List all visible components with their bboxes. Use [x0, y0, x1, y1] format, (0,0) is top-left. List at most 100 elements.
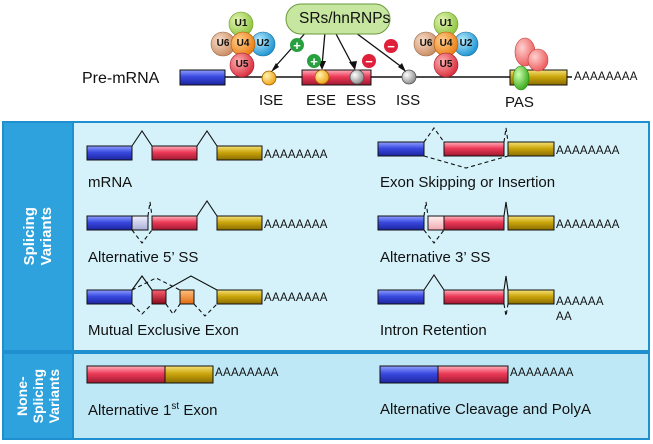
alt5-extension	[131, 215, 149, 231]
mutual-junction-5	[165, 303, 181, 315]
alt-first-main: Alternative 1	[88, 402, 172, 419]
alt3-exon-1	[377, 215, 425, 231]
mrna-junction-2	[196, 130, 218, 147]
altfirst-exon-1	[86, 365, 166, 384]
snrnp-cluster-right	[413, 11, 479, 78]
label-mrna: mRNA	[88, 174, 133, 191]
alt5-junction-dashed	[147, 201, 153, 217]
regulator-arrows	[273, 29, 404, 69]
alt3-junction-2	[503, 201, 509, 217]
mutual-exon-a	[151, 289, 167, 305]
mutual-junction-2	[165, 275, 218, 291]
alt5-exon-3	[216, 215, 263, 231]
premrna-label: Pre-mRNA	[82, 70, 160, 87]
pas-label: PAS	[505, 94, 534, 111]
pas-complex	[512, 37, 549, 91]
srs-hnrnps-bubble	[285, 3, 391, 35]
snrnp-cluster-left	[210, 11, 276, 78]
polya-mrna: AAAAAAAA	[264, 149, 328, 161]
ese-element	[314, 69, 330, 85]
silencer-minus-icons	[362, 39, 398, 68]
label-alt3: Alternative 3’ SS	[380, 249, 491, 266]
snrnp-u2-left: U2	[256, 38, 270, 49]
nonsplicing-panel-sidebar: None- Splicing Variants	[2, 352, 74, 440]
minus-sign-2: −	[387, 39, 395, 54]
ese-label: ESE	[306, 92, 337, 109]
mrna-exon-1	[86, 145, 133, 161]
mutual-junction-4	[193, 303, 218, 317]
mrna-exon-3	[216, 145, 263, 161]
ess-label: ESS	[346, 92, 377, 109]
label-intron-retention: Intron Retention	[380, 322, 487, 339]
polya-intron-b: AA	[556, 311, 572, 323]
alt5-exon-1	[86, 215, 133, 231]
regulator-label: SRs/hnRNPs	[299, 10, 391, 27]
label-alt5: Alternative 5’ SS	[88, 249, 199, 266]
iss-label: ISS	[396, 92, 421, 109]
intron-exon-3	[507, 289, 555, 305]
polya-alt5: AAAAAAAA	[264, 219, 328, 231]
snrnp-u6-right: U6	[419, 38, 433, 49]
intron-junction-2	[503, 275, 509, 291]
alt3-exon-2	[443, 215, 505, 231]
premrna-polya: AAAAAAAA	[574, 71, 638, 83]
plus-sign-2: +	[310, 54, 318, 69]
skip-exon-2	[443, 141, 505, 157]
mutual-exon-1	[86, 289, 133, 305]
altcleave-exon-1	[379, 365, 439, 384]
splicing-panel-sidebar: Splicing Variants	[2, 121, 74, 352]
label-mutual-exclusive: Mutual Exclusive Exon	[88, 322, 239, 339]
skip-junction-2	[503, 127, 509, 143]
mutual-junction-6	[131, 303, 153, 315]
mutual-exon-3	[216, 289, 263, 305]
ise-element	[261, 70, 277, 86]
alt3-junction-dashed	[423, 201, 429, 217]
label-alt-cleavage: Alternative Cleavage and PolyA	[380, 401, 591, 418]
skip-junction-1	[423, 127, 445, 143]
mutual-junction-1	[131, 275, 153, 291]
alt3-exon-3	[507, 215, 555, 231]
ise-label: ISE	[259, 92, 284, 109]
iss-element	[401, 69, 417, 85]
label-exon-skipping: Exon Skipping or Insertion	[380, 174, 556, 191]
label-alt-first-exon: Alternative 1st Exon	[88, 401, 218, 419]
intron-exon-1	[377, 289, 425, 305]
alt-first-tail: Exon	[179, 402, 218, 419]
skip-exon-1	[377, 141, 425, 157]
mutual-exon-b	[179, 289, 195, 305]
snrnp-u6-left: U6	[216, 38, 230, 49]
polya-intron-a: AAAAAA	[556, 296, 604, 308]
polya-mutual: AAAAAAAA	[264, 292, 328, 304]
snrnp-u1-right: U1	[439, 18, 453, 29]
plus-sign-1: +	[293, 38, 301, 53]
snrnp-u5-left: U5	[235, 59, 249, 70]
snrnp-u4-right: U4	[439, 38, 453, 49]
snrnp-u5-right: U5	[439, 59, 453, 70]
snrnp-u2-right: U2	[459, 38, 473, 49]
polya-exon-skip: AAAAAAAA	[556, 145, 620, 157]
mutual-junction-3	[131, 277, 181, 291]
intron-junction-1	[423, 274, 445, 291]
mrna-junction-1	[131, 130, 153, 147]
mrna-exon-2	[151, 145, 198, 161]
alt3-extension	[427, 215, 445, 231]
snrnp-u1-left: U1	[234, 18, 248, 29]
polya-alt-cleavage: AAAAAAAA	[510, 367, 574, 379]
alt5-junction-2	[196, 200, 218, 217]
minus-sign-1: −	[365, 54, 373, 69]
enhancer-plus-icons	[290, 38, 321, 68]
premrna-exon-1	[179, 69, 226, 86]
altfirst-exon-2	[164, 365, 214, 384]
intron-retained	[503, 303, 509, 317]
alt-first-sup: st	[171, 401, 180, 412]
alt3-junction-alt	[423, 229, 445, 244]
ess-element	[349, 69, 365, 85]
skip-junction-skip	[423, 155, 509, 169]
polya-alt3: AAAAAAAA	[556, 219, 620, 231]
alt5-junction-alt	[131, 229, 153, 244]
intron-exon-2	[443, 289, 505, 305]
skip-exon-3	[507, 141, 555, 157]
altcleave-exon-2	[437, 365, 509, 384]
polya-alt-first: AAAAAAAA	[215, 367, 279, 379]
